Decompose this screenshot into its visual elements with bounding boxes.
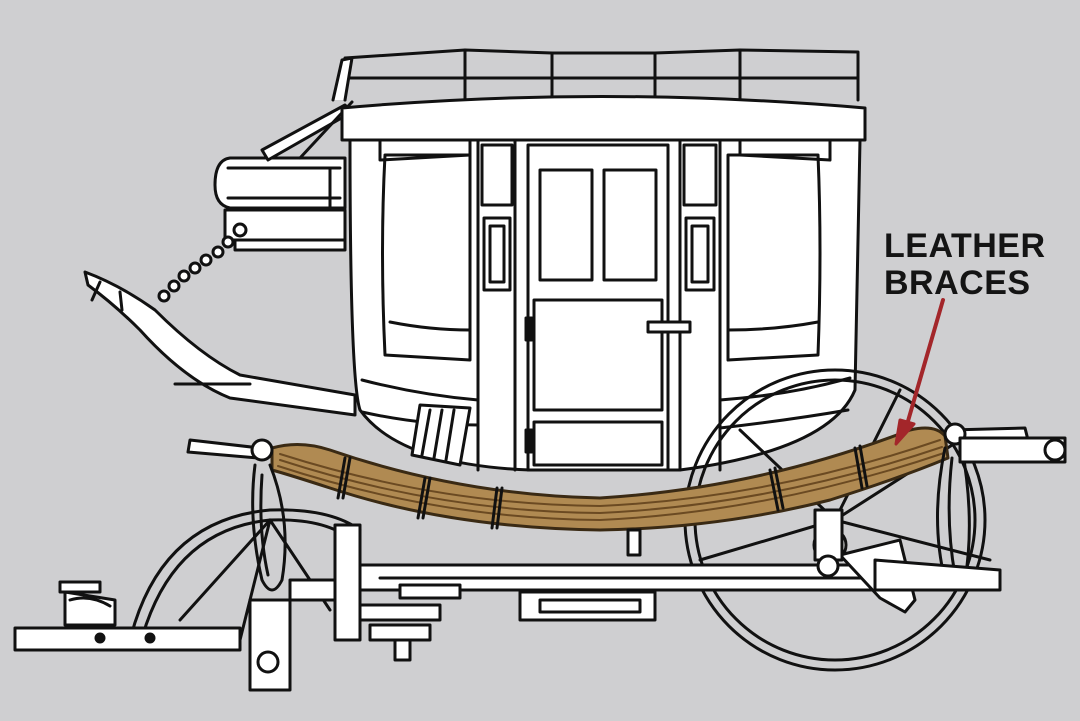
undercarriage — [358, 436, 1067, 622]
driver-seat — [213, 100, 354, 252]
chain — [157, 222, 248, 303]
roof-railing — [331, 48, 860, 102]
front-frame — [83, 270, 357, 417]
front-wheel — [128, 508, 362, 647]
front-axle — [13, 523, 462, 692]
callout-arrow — [894, 298, 945, 446]
label-line-1: LEATHER — [884, 227, 1046, 265]
leather-braces — [270, 426, 950, 532]
coach-body — [340, 95, 867, 472]
leather-braces-label: LEATHER BRACES — [884, 228, 1046, 302]
label-line-2: BRACES — [884, 264, 1031, 302]
